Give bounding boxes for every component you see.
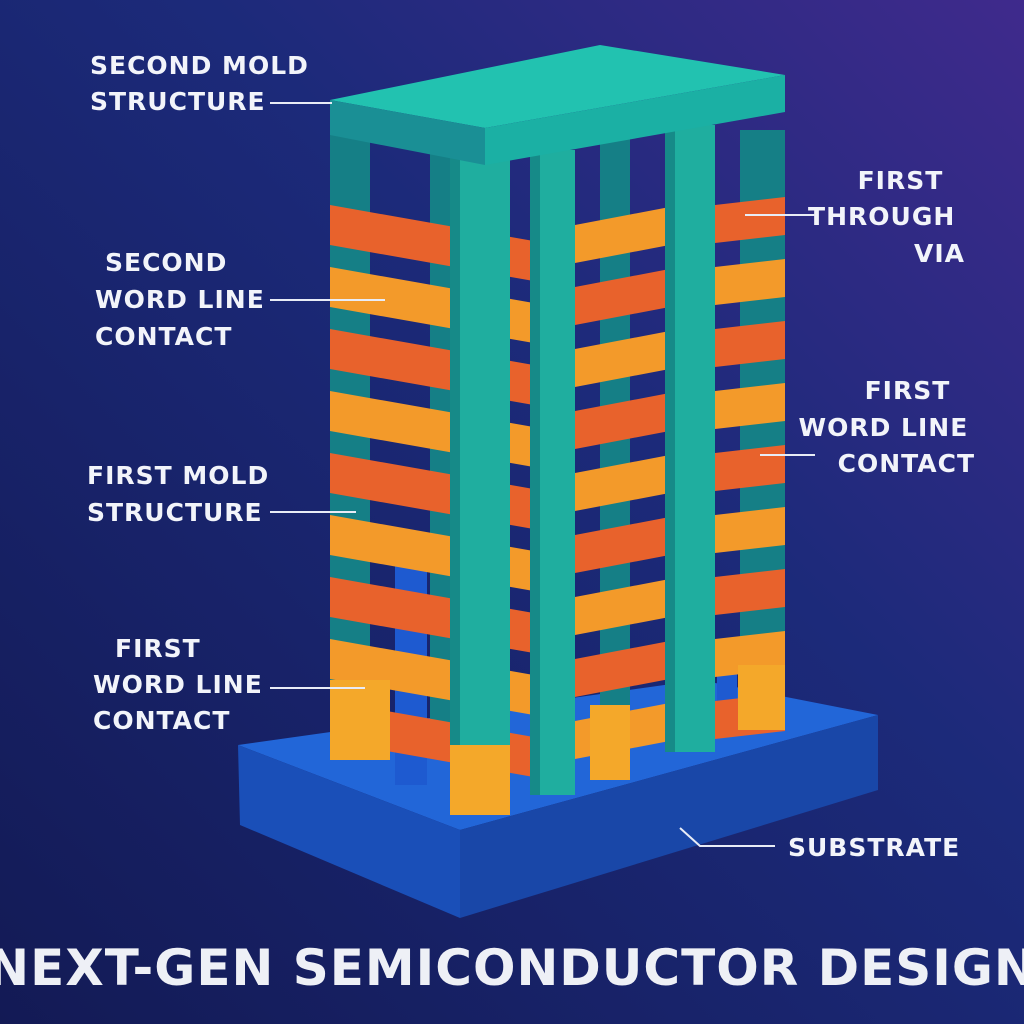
contact-block — [450, 735, 510, 815]
label-first-word-line-contact-left: FIRST WORD LINE CONTACT — [93, 634, 273, 735]
word-line-bar — [575, 391, 680, 449]
word-line-bar — [715, 569, 785, 615]
label-second-mold-structure: SECOND MOLD STRUCTURE — [90, 51, 319, 116]
diagram-title: NEXT-GEN SEMICONDUCTOR DESIGN — [0, 939, 1024, 997]
pillar-shade — [450, 140, 460, 745]
word-line-bar — [715, 445, 785, 491]
word-line-bar — [575, 329, 680, 387]
contact-block — [738, 665, 785, 730]
word-line-bar — [715, 383, 785, 429]
memory-stack — [330, 125, 785, 815]
labels: SECOND MOLD STRUCTURE FIRST THROUGH VIA … — [87, 51, 979, 862]
label-first-through-via: FIRST THROUGH VIA — [808, 166, 965, 268]
word-line-bar — [715, 197, 785, 243]
word-line-bar — [715, 321, 785, 367]
word-line-bar — [575, 453, 680, 511]
contact-block — [330, 680, 390, 760]
label-substrate: SUBSTRATE — [788, 833, 960, 862]
pillar-shade — [665, 125, 675, 752]
word-line-bar — [715, 259, 785, 305]
second-mold-structure — [330, 45, 785, 165]
contact-block — [590, 705, 630, 780]
word-line-bar — [715, 507, 785, 553]
word-line-bar — [575, 205, 680, 263]
word-line-bar — [575, 267, 680, 325]
label-second-word-line-contact: SECOND WORD LINE CONTACT — [95, 248, 275, 351]
word-line-bar — [575, 639, 680, 697]
label-first-word-line-contact-right: FIRST WORD LINE CONTACT — [799, 376, 979, 478]
word-line-bar — [575, 577, 680, 635]
label-first-mold-structure: FIRST MOLD STRUCTURE — [87, 461, 279, 527]
word-line-bar — [575, 515, 680, 573]
pillar-shade — [530, 150, 540, 795]
